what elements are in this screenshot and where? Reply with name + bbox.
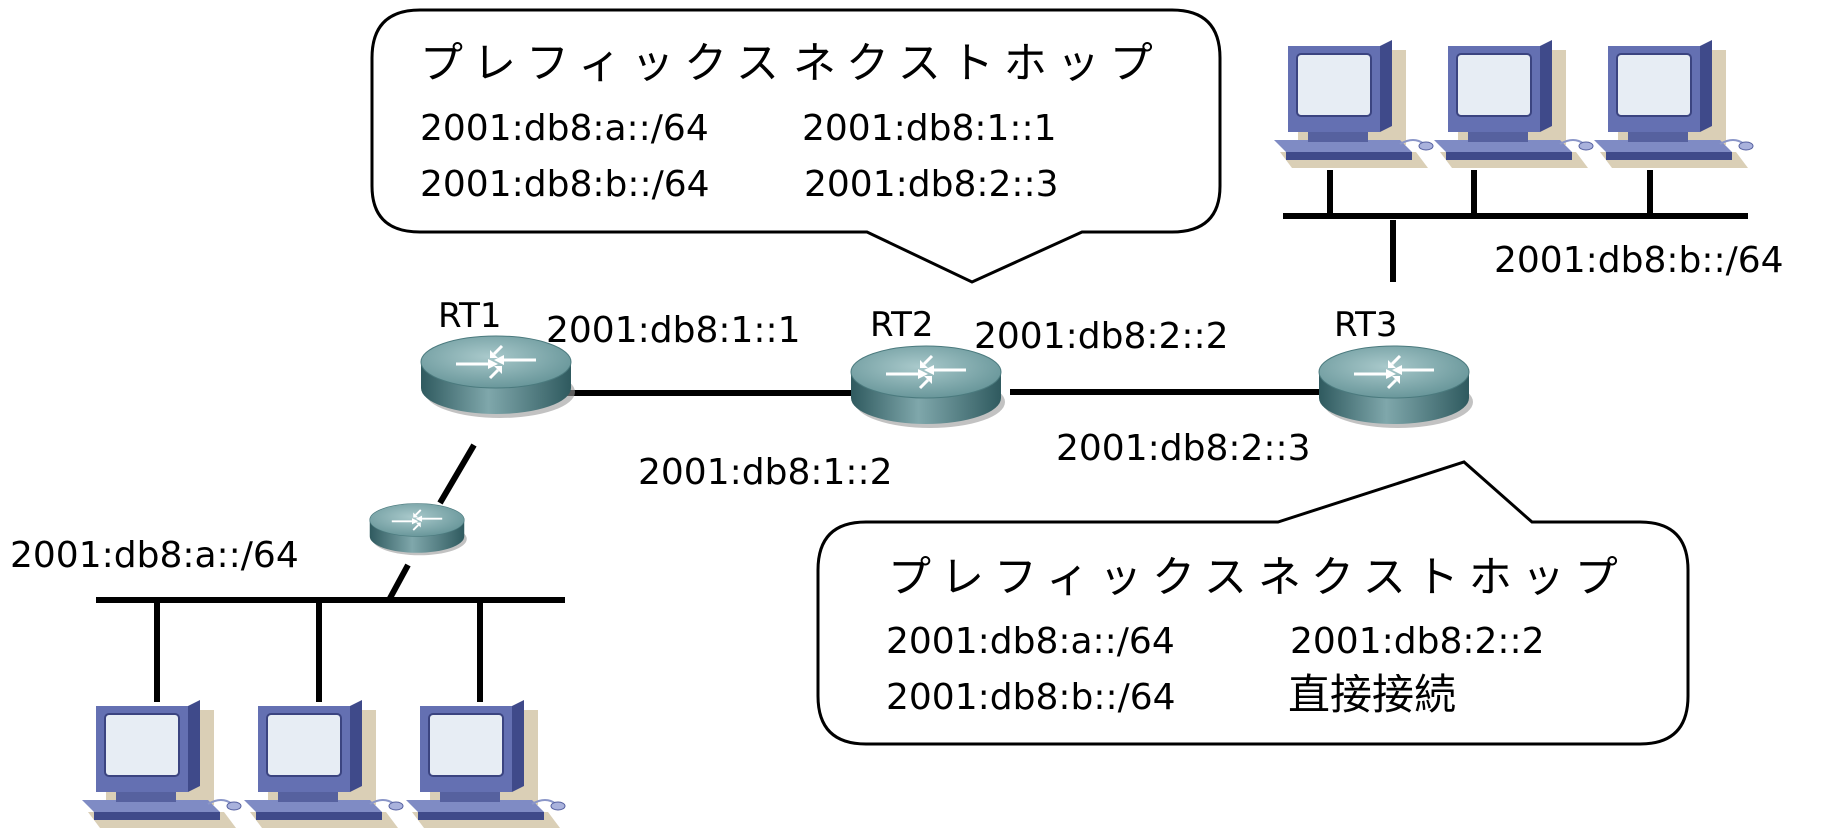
rt2-table-callout	[370, 8, 1222, 284]
rt2-table-header-nexthop: ネクストホップ	[793, 39, 1163, 89]
router-rt2	[849, 344, 1007, 430]
pc-lan-b-3	[1593, 39, 1754, 169]
router-small	[368, 502, 468, 557]
rt3-table-row2-nexthop: 直接接続	[1288, 670, 1456, 719]
link-rt1-small-router	[437, 443, 477, 505]
rt3-table-header-nexthop: ネクストホップ	[1258, 553, 1628, 603]
pc-lan-a-2	[243, 699, 404, 829]
router-label-rt2: RT2	[870, 305, 934, 345]
network-label-lan-b: 2001:db8:b::/64	[1494, 240, 1784, 281]
pc-lan-a-1	[81, 699, 242, 829]
network-label-lan-a: 2001:db8:a::/64	[10, 535, 299, 576]
addr-rt2-link2: 2001:db8:2::2	[974, 316, 1229, 357]
link-small-router-lan-a	[386, 563, 411, 602]
lan-a-bus	[96, 597, 565, 702]
rt2-table-row2-prefix: 2001:db8:b::/64	[420, 164, 710, 205]
addr-rt1-link1: 2001:db8:1::1	[546, 310, 801, 351]
addr-rt2-link1: 2001:db8:1::2	[638, 452, 893, 493]
router-rt3	[1317, 344, 1475, 430]
addr-rt3-link2: 2001:db8:2::3	[1056, 428, 1311, 469]
rt3-table-callout	[816, 460, 1690, 746]
rt2-routing-table: プレフィックス ネクストホップ 2001:db8:a::/64 2001:db8…	[420, 39, 1163, 205]
rt3-table-row1-prefix: 2001:db8:a::/64	[886, 621, 1175, 662]
rt3-table-row1-nexthop: 2001:db8:2::2	[1290, 621, 1545, 662]
rt2-table-row1-nexthop: 2001:db8:1::1	[802, 108, 1057, 149]
rt2-table-row1-prefix: 2001:db8:a::/64	[420, 108, 709, 149]
pc-lan-b-1	[1273, 39, 1434, 169]
links	[386, 220, 1396, 602]
lan-b-bus	[1283, 170, 1748, 219]
rt3-table-row2-prefix: 2001:db8:b::/64	[886, 677, 1176, 718]
rt2-table-row2-nexthop: 2001:db8:2::3	[804, 164, 1059, 205]
rt3-table-header-prefix: プレフィックス	[888, 553, 1257, 603]
pc-lan-a-3	[405, 699, 566, 829]
router-label-rt1: RT1	[438, 296, 502, 336]
rt3-routing-table: プレフィックス ネクストホップ 2001:db8:a::/64 2001:db8…	[886, 553, 1628, 719]
pc-lan-b-2	[1433, 39, 1594, 169]
router-label-rt3: RT3	[1334, 305, 1398, 345]
rt2-table-header-prefix: プレフィックス	[420, 39, 789, 89]
